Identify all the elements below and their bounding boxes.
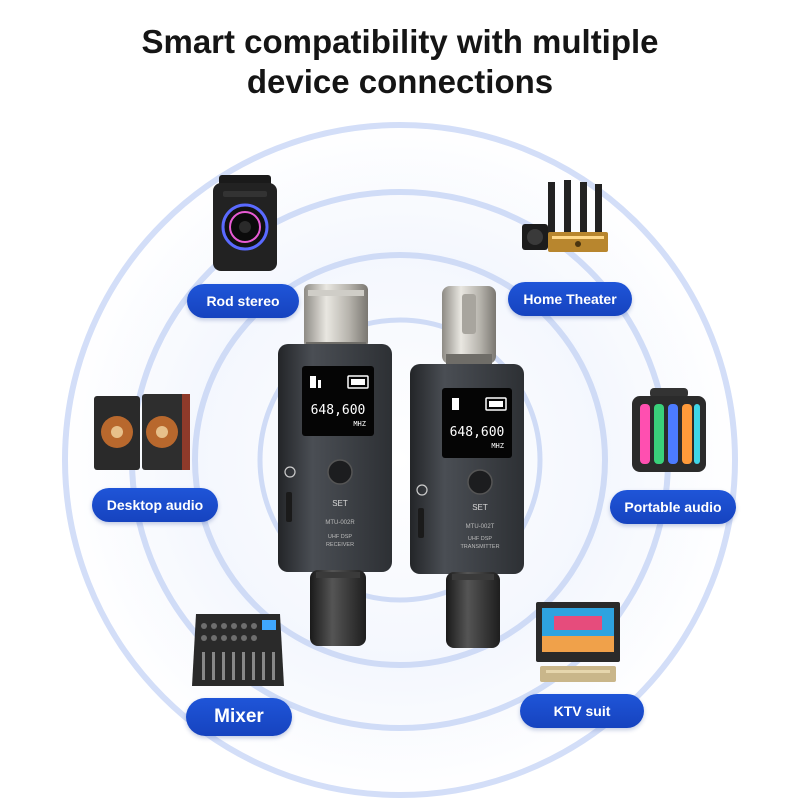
receiver-unit: MHZ bbox=[353, 420, 366, 428]
home-theater-icon bbox=[522, 180, 608, 252]
title-line-1: Smart compatibility with multiple bbox=[141, 23, 659, 60]
transmitter-frequency: 648,600 bbox=[450, 425, 505, 440]
receiver-usb-port bbox=[286, 492, 292, 522]
receiver-power-icon bbox=[284, 466, 296, 478]
receiver-set-label: SET bbox=[332, 499, 348, 508]
label-ktv-suit: KTV suit bbox=[520, 694, 644, 728]
transmitter-set-button[interactable] bbox=[467, 469, 493, 495]
bookshelf-speakers-icon bbox=[94, 394, 190, 470]
label-desktop-audio: Desktop audio bbox=[92, 488, 218, 522]
page-title: Smart compatibility with multiple device… bbox=[0, 22, 800, 102]
mixer-console-icon bbox=[192, 614, 284, 686]
label-portable-audio: Portable audio bbox=[610, 490, 736, 524]
led-speaker-icon bbox=[632, 388, 706, 472]
receiver-set-button[interactable] bbox=[327, 459, 353, 485]
wireless-transmitter-unit: 648,600 MHZ SET MTU-002T UHF DSP TRANSMI… bbox=[410, 286, 524, 648]
transmitter-unit: MHZ bbox=[491, 442, 504, 450]
transmitter-type-line-1: UHF DSP bbox=[468, 536, 492, 542]
transmitter-model: MTU-002T bbox=[466, 524, 495, 530]
party-speaker-icon bbox=[213, 175, 277, 271]
wireless-receiver-unit: 648,600 MHZ SET MTU-002R UHF DSP RECEIVE… bbox=[278, 284, 392, 646]
ktv-screen-icon bbox=[536, 602, 620, 682]
receiver-frequency: 648,600 bbox=[311, 403, 366, 418]
label-rod-stereo: Rod stereo bbox=[187, 284, 299, 318]
transmitter-power-icon bbox=[416, 484, 428, 496]
transmitter-type-line-2: TRANSMITTER bbox=[460, 544, 499, 550]
receiver-type-line-1: UHF DSP bbox=[328, 534, 352, 540]
transmitter-usb-port bbox=[418, 508, 424, 538]
title-line-2: device connections bbox=[246, 63, 554, 100]
transmitter-set-label: SET bbox=[472, 503, 488, 512]
receiver-type-line-2: RECEIVER bbox=[326, 542, 354, 548]
receiver-model: MTU-002R bbox=[325, 520, 355, 526]
label-home-theater: Home Theater bbox=[508, 282, 632, 316]
label-mixer: Mixer bbox=[186, 698, 292, 736]
